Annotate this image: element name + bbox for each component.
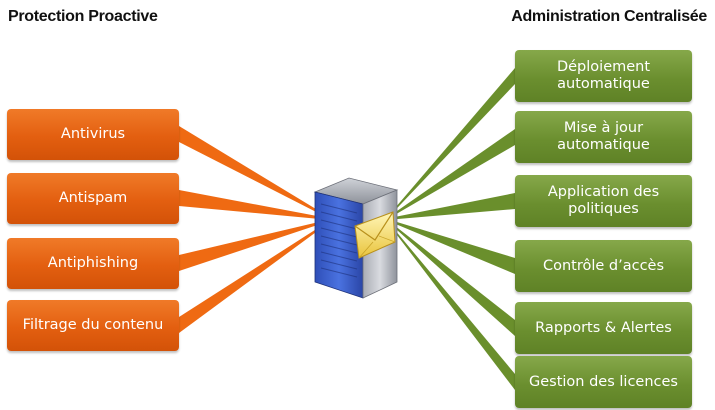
feature-auto-update: Mise à jour automatique bbox=[515, 111, 692, 163]
connector-right-4 bbox=[392, 223, 515, 336]
feature-policy-enforcement: Application des politiques bbox=[515, 175, 692, 227]
feature-antiphishing: Antiphishing bbox=[7, 238, 179, 289]
mail-server-icon bbox=[313, 177, 399, 299]
connector-right-5 bbox=[392, 226, 515, 390]
feature-auto-deployment: Déploiement automatique bbox=[515, 50, 692, 102]
feature-access-control: Contrôle d’accès bbox=[515, 240, 692, 292]
connector-left-0 bbox=[179, 126, 325, 217]
connector-right-3 bbox=[392, 220, 515, 274]
connector-right-0 bbox=[392, 68, 515, 214]
connector-left-2 bbox=[179, 220, 325, 271]
connector-right-1 bbox=[392, 129, 515, 217]
envelope-icon bbox=[354, 211, 396, 259]
connector-left-3 bbox=[179, 223, 325, 333]
feature-reports-alerts: Rapports & Alertes bbox=[515, 302, 692, 354]
connector-left-1 bbox=[179, 190, 325, 220]
connector-right-2 bbox=[392, 193, 515, 220]
feature-license-management: Gestion des licences bbox=[515, 356, 692, 408]
heading-central-administration: Administration Centralisée bbox=[511, 8, 707, 25]
feature-antispam: Antispam bbox=[7, 173, 179, 224]
heading-proactive-protection: Protection Proactive bbox=[8, 8, 158, 25]
feature-content-filtering: Filtrage du contenu bbox=[7, 300, 179, 351]
feature-antivirus: Antivirus bbox=[7, 109, 179, 160]
